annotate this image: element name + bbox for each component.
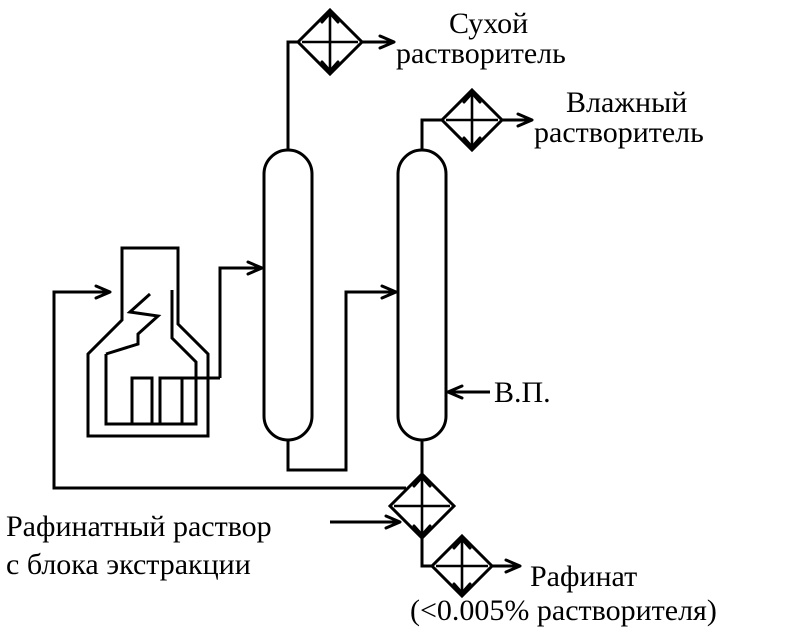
heat-exchanger-product	[429, 533, 495, 599]
heat-exchanger-top-1	[295, 7, 365, 77]
label-raffinate-line2: (<0.005% растворителя)	[410, 594, 717, 627]
label-steam: В.П.	[494, 376, 551, 409]
label-wet-solvent-line1: Влажный	[566, 86, 687, 119]
label-raffinate-line1: Рафинат	[530, 560, 637, 593]
label-dry-solvent-line1: Сухой	[449, 7, 528, 40]
furnace	[86, 246, 220, 438]
piping	[52, 34, 534, 574]
label-wet-solvent-line2: растворитель	[534, 116, 704, 149]
column-2	[396, 148, 448, 442]
heat-exchanger-feed	[387, 471, 457, 541]
label-raffinate-solution-line2: с блока экстракции	[6, 548, 251, 581]
label-raffinate-solution-line1: Рафинатный раствор	[6, 510, 272, 543]
heat-exchanger-top-2	[439, 87, 505, 153]
column-1	[262, 148, 314, 442]
label-dry-solvent-line2: растворитель	[396, 37, 566, 70]
